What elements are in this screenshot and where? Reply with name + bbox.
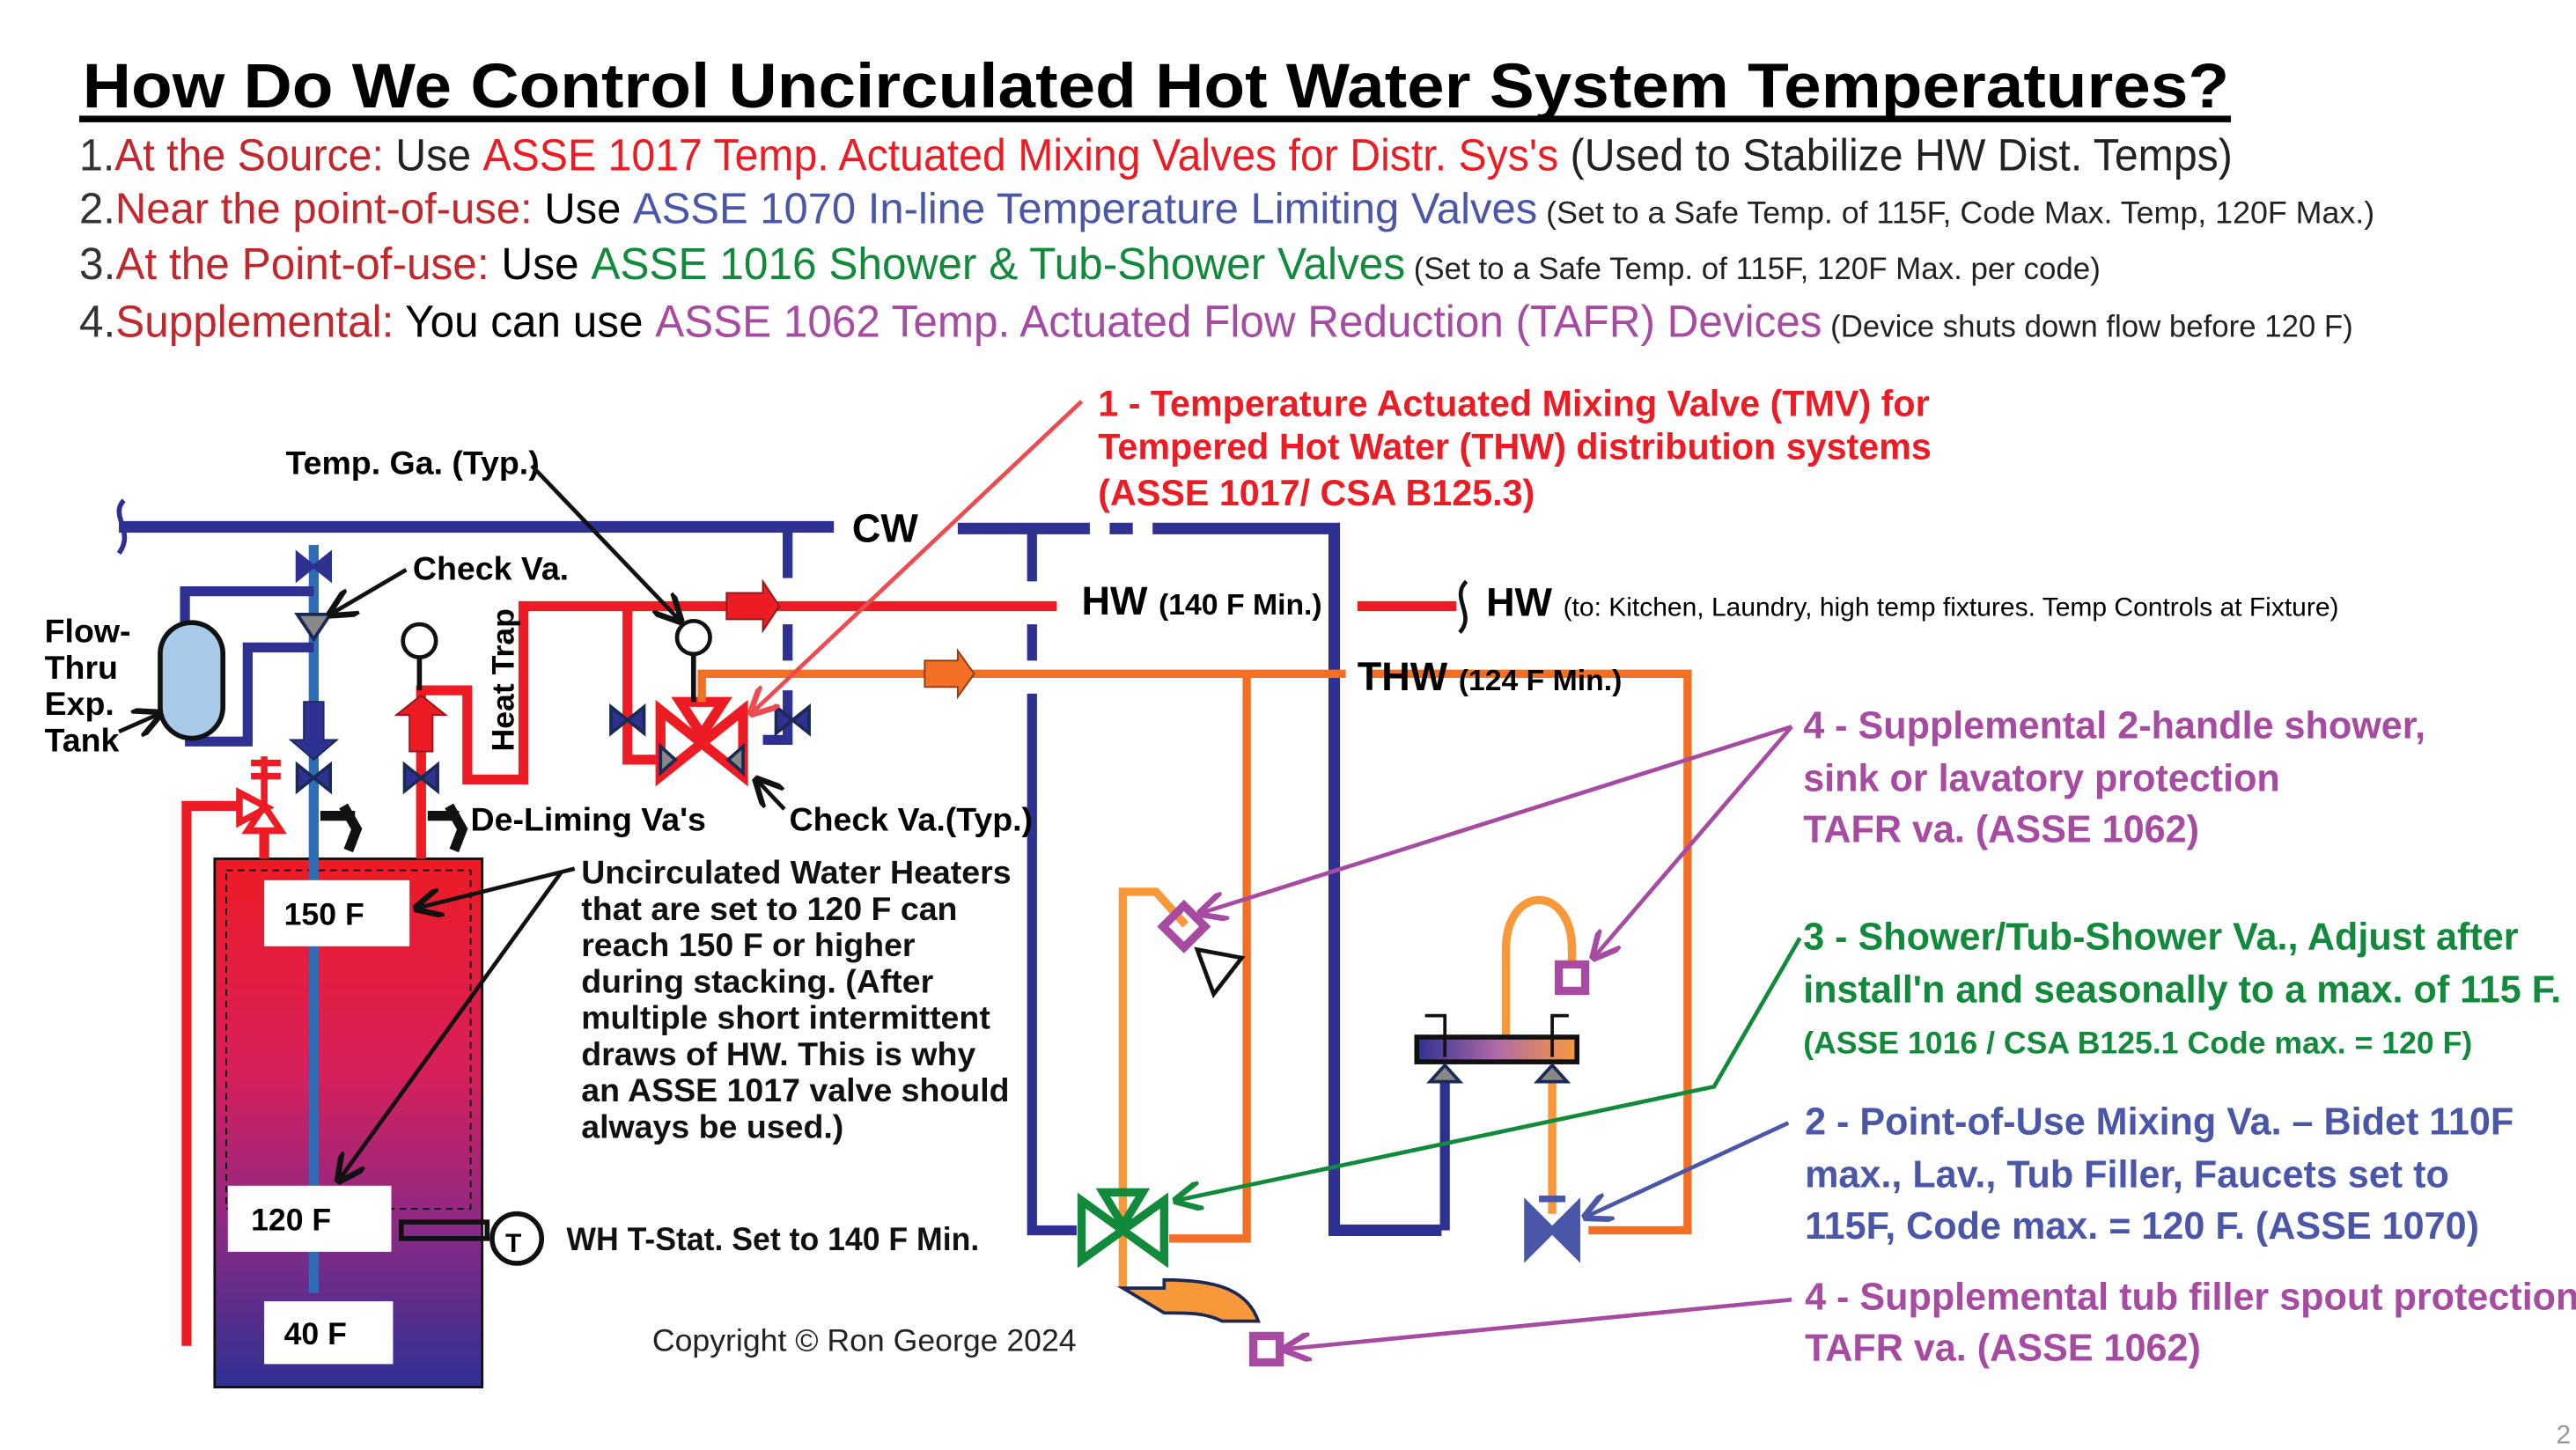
inlet-valve-icon	[295, 761, 333, 795]
temp-label-120: 120 F	[251, 1202, 331, 1237]
tmv-isolation-valve-hot	[609, 703, 646, 737]
tub-tafr-icon	[1248, 1331, 1284, 1367]
callout-shower-valve-arrow	[1175, 937, 1802, 1200]
hw-destination: HW (to: Kitchen, Laundry, high temp fixt…	[1486, 580, 2338, 625]
temp-gauge-label: Temp. Ga. (Typ.)	[285, 444, 539, 481]
temp-box-150	[264, 880, 410, 946]
callout-tmv-arrow	[751, 400, 1084, 713]
thermostat-icon	[398, 1211, 545, 1266]
callout-tafr-tub: 4 - Supplemental tub filler spout protec…	[1805, 1276, 2576, 1369]
outlet-valve-icon	[402, 761, 439, 795]
callout-tafr-shower-arrow-2	[1593, 725, 1793, 958]
page-number: 2	[2556, 1420, 2571, 1449]
hw-flow-arrow-icon	[725, 578, 781, 634]
cw-pipe-right	[957, 522, 1520, 1237]
check-va-arrow	[330, 568, 408, 615]
lav-check-valves-icon	[1426, 1063, 1571, 1084]
copyright: Copyright © Ron George 2024	[652, 1322, 1077, 1358]
tmv-check-valve-icon	[659, 742, 745, 777]
tub-spout-icon	[1116, 1277, 1261, 1323]
callout-tafr-shower: 4 - Supplemental 2-handle shower,sink or…	[1803, 705, 2425, 851]
cw-branch-to-shower	[1027, 532, 1077, 1236]
check-va-typ-label: Check Va.(Typ.)	[790, 801, 1033, 838]
method-4: 4.Supplemental: You can use ASSE 1062 Te…	[79, 297, 2353, 347]
thw-label: THW (124 F Min.)	[1358, 654, 1623, 699]
check-va-typ-arrow	[756, 779, 786, 811]
method-1: 1.At the Source: Use ASSE 1017 Temp. Act…	[79, 129, 2233, 180]
temp-box-120	[227, 1185, 392, 1252]
temp-label-40: 40 F	[284, 1316, 347, 1351]
hot-flow-arrow-icon	[394, 694, 449, 753]
shower-valve-icon	[1077, 1188, 1169, 1269]
callout-tafr-tub-arrow	[1284, 1297, 1792, 1349]
check-va-label: Check Va.	[413, 549, 569, 586]
method-2: 2.Near the point-of-use: Use ASSE 1070 I…	[79, 185, 2374, 232]
shower-head-icon	[1194, 946, 1246, 999]
lav-handles-icon	[1424, 1013, 1569, 1057]
exp-tank-piping	[180, 585, 314, 747]
method-3: 3.At the Point-of-use: Use ASSE 1016 Sho…	[79, 239, 2101, 289]
tmv-valve-icon	[655, 696, 748, 787]
drain-valve-icon	[320, 803, 363, 853]
note-arrow-120	[339, 871, 563, 1181]
thw-pipe	[697, 669, 1692, 1235]
relief-valve-icon	[236, 756, 287, 835]
check-valve-icon	[294, 612, 334, 643]
temp-box-40	[264, 1301, 394, 1365]
page-title: How Do We Control Uncirculated Hot Water…	[83, 51, 2229, 121]
cold-flow-arrow-icon	[288, 701, 340, 762]
cw-label: CW	[852, 505, 918, 550]
temp-label-150: 150 F	[284, 896, 364, 931]
cw-branch-to-tmv	[762, 532, 793, 746]
callout-tafr-shower-arrow-1	[1201, 725, 1792, 913]
lav-gooseneck	[1501, 895, 1577, 1037]
tstat-label: WH T-Stat. Set to 140 F Min.	[566, 1220, 979, 1257]
note-arrow-150	[416, 866, 576, 909]
shower-riser	[1118, 887, 1189, 1289]
tmv-temp-gauge-icon	[674, 618, 712, 657]
heat-trap-label: Heat Trap	[485, 608, 520, 751]
callout-pou-mixing: 2 - Point-of-Use Mixing Va. – Bidet 110F…	[1805, 1101, 2513, 1248]
expansion-tank	[158, 620, 226, 741]
temp-gauge-arrow	[530, 464, 681, 621]
hw-label: HW (140 F Min.)	[1082, 578, 1322, 623]
deliming-valve-icon	[427, 803, 468, 853]
thw-flow-arrow-icon	[924, 648, 975, 700]
exp-tank-arrow	[118, 713, 160, 732]
shutoff-valve-icon	[295, 549, 333, 584]
temp-gauge-icon	[401, 622, 438, 659]
hw-to-tmv	[622, 606, 661, 765]
de-liming-label: De-Liming Va's	[471, 801, 706, 838]
lav-tafr-icon	[1554, 960, 1590, 996]
callout-tmv: 1 - Temperature Actuated Mixing Valve (T…	[1098, 384, 1932, 513]
callout-pou-mixing-arrow	[1586, 1121, 1790, 1218]
tmv-isolation-valve-cold	[774, 703, 811, 737]
hw-squiggle-icon	[1458, 579, 1468, 635]
title-underline	[79, 115, 2231, 122]
thw-to-shower	[1168, 673, 1251, 1243]
thermostat-symbol: T	[505, 1229, 521, 1258]
